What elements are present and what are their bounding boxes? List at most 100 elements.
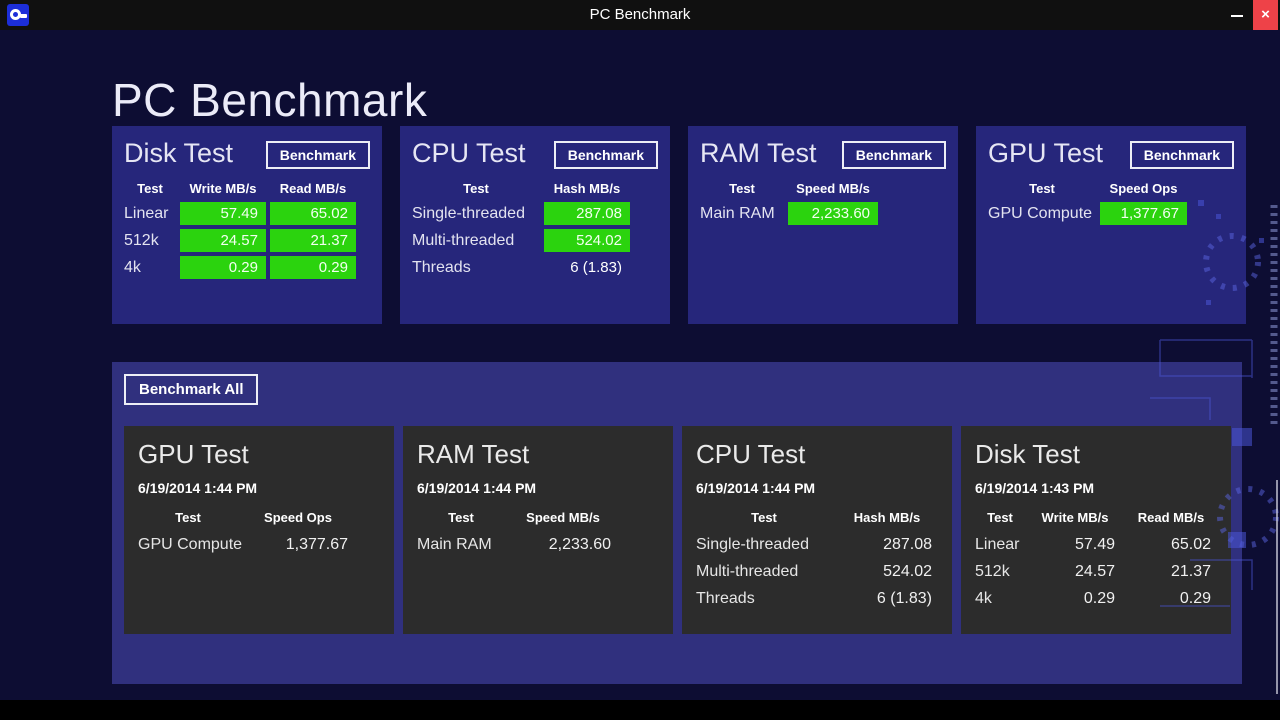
gpu-test-table: Test Speed Ops GPU Compute 1,377.67: [988, 181, 1234, 226]
result-timestamp: 6/19/2014 1:44 PM: [138, 479, 258, 496]
value-cell: 524.02: [883, 562, 932, 580]
column-header: Read MB/s: [279, 181, 347, 197]
app-icon: [7, 4, 29, 26]
cpu-test-table: Test Hash MB/s Single-threaded 287.08 Mu…: [412, 181, 658, 279]
value-cell: 287.08: [883, 535, 932, 553]
benchmark-button-disk[interactable]: Benchmark: [265, 141, 370, 169]
row-label: GPU Compute: [138, 535, 243, 553]
column-header: Write MB/s: [189, 181, 257, 197]
panel-cpu-test: CPU Test Benchmark Test Hash MB/s Single…: [400, 126, 670, 324]
value-cell: 65.02: [1170, 535, 1211, 553]
eye-icon: [10, 9, 21, 20]
column-header: Test: [463, 181, 489, 197]
result-card-cpu: CPU Test 6/19/2014 1:44 PM Test Hash MB/…: [682, 426, 952, 634]
benchmark-all-button[interactable]: Benchmark All: [124, 374, 259, 405]
benchmark-button-ram[interactable]: Benchmark: [841, 141, 946, 169]
column-header: Read MB/s: [1137, 509, 1205, 525]
result-card-disk: Disk Test 6/19/2014 1:43 PM Test Write M…: [961, 426, 1231, 634]
cpu-result-table: Test Hash MB/s Single-threaded 287.08 Mu…: [696, 510, 938, 608]
value-cell: 6 (1.83): [570, 259, 622, 277]
column-header: Write MB/s: [1041, 509, 1109, 525]
row-label: Main RAM: [417, 535, 492, 553]
disk-result-table: Test Write MB/s Read MB/s Linear 57.49 6…: [975, 510, 1217, 608]
column-header: Speed MB/s: [796, 181, 870, 197]
value-cell: 57.49: [180, 202, 266, 226]
ram-test-table: Test Speed MB/s Main RAM 2,233.60: [700, 181, 946, 226]
ram-result-table: Test Speed MB/s Main RAM 2,233.60: [417, 510, 659, 554]
value-cell: 24.57: [180, 229, 266, 253]
result-title-cpu: CPU Test: [696, 439, 806, 469]
value-cell: 524.02: [544, 229, 630, 253]
result-timestamp: 6/19/2014 1:44 PM: [417, 479, 537, 496]
result-title-disk: Disk Test: [975, 439, 1080, 469]
bottom-letterbox-bar: [0, 700, 1280, 720]
panel-disk-test: Disk Test Benchmark Test Write MB/s Read…: [112, 126, 382, 324]
page-title: PC Benchmark: [112, 73, 428, 126]
column-header: Test: [448, 509, 474, 525]
row-label: 512k: [124, 231, 159, 249]
column-header: Test: [175, 509, 201, 525]
row-label: Linear: [124, 204, 169, 222]
result-timestamp: 6/19/2014 1:44 PM: [696, 479, 816, 496]
panel-title-disk: Disk Test: [124, 138, 234, 168]
panel-title-ram: RAM Test: [700, 138, 817, 168]
value-cell: 287.08: [544, 202, 630, 226]
window-title: PC Benchmark: [589, 6, 691, 23]
value-cell: 24.57: [1074, 562, 1115, 580]
row-label: 4k: [975, 589, 992, 607]
column-header: Test: [751, 509, 777, 525]
value-cell: 21.37: [270, 229, 356, 253]
panel-title-cpu: CPU Test: [412, 138, 526, 168]
column-header: Speed Ops: [1109, 181, 1178, 197]
result-timestamp: 6/19/2014 1:43 PM: [975, 479, 1095, 496]
disk-test-table: Test Write MB/s Read MB/s Linear 57.49 6…: [124, 181, 370, 280]
row-label: Linear: [975, 535, 1020, 553]
row-label: Main RAM: [700, 204, 775, 222]
column-header: Test: [729, 181, 755, 197]
gpu-result-table: Test Speed Ops GPU Compute 1,377.67: [138, 510, 380, 554]
row-label: Single-threaded: [696, 535, 809, 553]
value-cell: 65.02: [270, 202, 356, 226]
row-label: Multi-threaded: [412, 231, 515, 249]
row-label: Multi-threaded: [696, 562, 799, 580]
close-button[interactable]: ×: [1253, 0, 1278, 30]
value-cell: 0.29: [1083, 589, 1115, 607]
value-cell: 57.49: [1074, 535, 1115, 553]
title-bar: PC Benchmark ×: [0, 0, 1280, 30]
panel-ram-test: RAM Test Benchmark Test Speed MB/s Main …: [688, 126, 958, 324]
row-label: 4k: [124, 258, 141, 276]
minimize-button[interactable]: [1225, 0, 1249, 30]
value-cell: 6 (1.83): [876, 589, 932, 607]
value-cell: 2,233.60: [548, 535, 611, 553]
results-section: Benchmark All GPU Test 6/19/2014 1:44 PM…: [112, 362, 1242, 684]
value-cell: 1,377.67: [1100, 202, 1187, 226]
minimize-icon: [1231, 15, 1243, 17]
test-panels-row: Disk Test Benchmark Test Write MB/s Read…: [112, 126, 1246, 324]
value-cell: 2,233.60: [788, 202, 878, 226]
result-title-gpu: GPU Test: [138, 439, 249, 469]
row-label: Single-threaded: [412, 204, 525, 222]
column-header: Test: [137, 181, 163, 197]
row-label: Threads: [696, 589, 755, 607]
panel-gpu-test: GPU Test Benchmark Test Speed Ops GPU Co…: [976, 126, 1246, 324]
benchmark-button-cpu[interactable]: Benchmark: [553, 141, 658, 169]
value-cell: 1,377.67: [285, 535, 348, 553]
row-label: GPU Compute: [988, 204, 1093, 222]
value-cell: 21.37: [1170, 562, 1211, 580]
result-card-ram: RAM Test 6/19/2014 1:44 PM Test Speed MB…: [403, 426, 673, 634]
column-header: Test: [1029, 181, 1055, 197]
row-label: Threads: [412, 258, 471, 276]
column-header: Speed Ops: [264, 509, 332, 525]
column-header: Speed MB/s: [526, 509, 600, 525]
column-header: Test: [987, 509, 1013, 525]
column-header: Hash MB/s: [853, 509, 921, 525]
panel-title-gpu: GPU Test: [988, 138, 1104, 168]
value-cell: 0.29: [270, 256, 356, 280]
result-card-gpu: GPU Test 6/19/2014 1:44 PM Test Speed Op…: [124, 426, 394, 634]
row-label: 512k: [975, 562, 1010, 580]
result-cards-row: GPU Test 6/19/2014 1:44 PM Test Speed Op…: [124, 426, 1231, 634]
benchmark-button-gpu[interactable]: Benchmark: [1129, 141, 1234, 169]
value-cell: 0.29: [1179, 589, 1211, 607]
result-title-ram: RAM Test: [417, 439, 530, 469]
eye-icon-tail: [20, 14, 27, 18]
